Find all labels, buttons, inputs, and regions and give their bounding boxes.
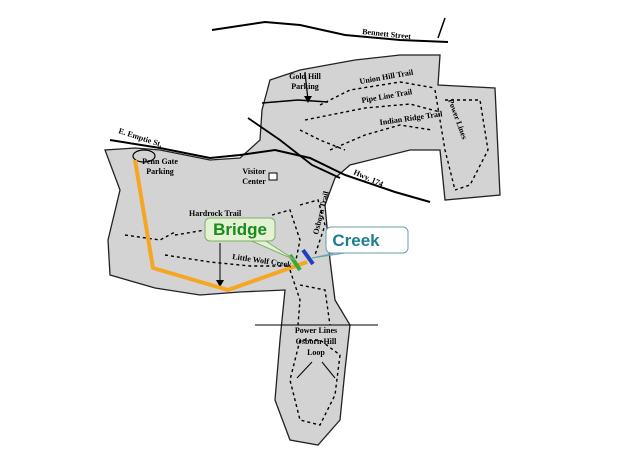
highlighted-route bbox=[133, 159, 308, 292]
hardrock-trail-label: Hardrock Trail bbox=[189, 209, 242, 218]
south-loop-a bbox=[299, 284, 331, 326]
gold-hill-parking-label-line1: Gold Hill bbox=[289, 72, 322, 81]
loop-arrow-left bbox=[296, 361, 313, 379]
osborn-trail-line bbox=[299, 199, 326, 256]
osborn-hill-loop-label-line2: Loop bbox=[307, 348, 325, 357]
bennett-street-road bbox=[211, 20, 449, 43]
indian-ridge-trail-line bbox=[329, 124, 433, 151]
power-lines-south-label: Power Lines bbox=[295, 326, 337, 335]
bridge-callout-box bbox=[204, 217, 276, 242]
pipe-line-trail-line bbox=[304, 103, 441, 121]
penn-gate-parking-label-line1: Penn Gate bbox=[142, 157, 178, 166]
bridge-pointer-head bbox=[216, 280, 224, 287]
osborn-hill-loop-label-line1: Osborn Hill bbox=[296, 337, 337, 346]
visitor-center-label-line2: Center bbox=[242, 177, 266, 186]
park-area bbox=[104, 54, 501, 446]
upper-link-line bbox=[299, 129, 346, 151]
visitor-center-label-line1: Visitor bbox=[242, 167, 266, 176]
east-loop-line bbox=[445, 99, 489, 191]
power-lines-north-line bbox=[434, 89, 456, 191]
creek-marker bbox=[301, 248, 315, 266]
creek-callout-box bbox=[325, 226, 409, 254]
bridge-callout: Bridge bbox=[204, 217, 296, 261]
bridge-callout-label: Bridge bbox=[213, 220, 267, 239]
gold-hill-road bbox=[304, 71, 309, 101]
bennett-street-spur bbox=[437, 17, 446, 39]
creek-callout-label: Creek bbox=[332, 231, 380, 250]
visitor-center-building bbox=[268, 172, 278, 181]
south-trail-line bbox=[289, 269, 301, 326]
loop-arrow-right bbox=[321, 361, 336, 379]
e-emptie-street-road bbox=[109, 139, 431, 203]
hwy-174-road bbox=[247, 117, 341, 179]
penn-gate-parking-label-line2: Parking bbox=[146, 167, 174, 176]
osborn-hill-loop-line bbox=[289, 339, 341, 426]
creek-callout: Creek bbox=[311, 226, 409, 259]
penn-gate-parking-lot bbox=[132, 149, 156, 163]
gold-hill-connector bbox=[261, 99, 329, 104]
gold-hill-parking-label-line2: Parking bbox=[291, 82, 319, 91]
gold-hill-pointer-head bbox=[304, 96, 312, 103]
